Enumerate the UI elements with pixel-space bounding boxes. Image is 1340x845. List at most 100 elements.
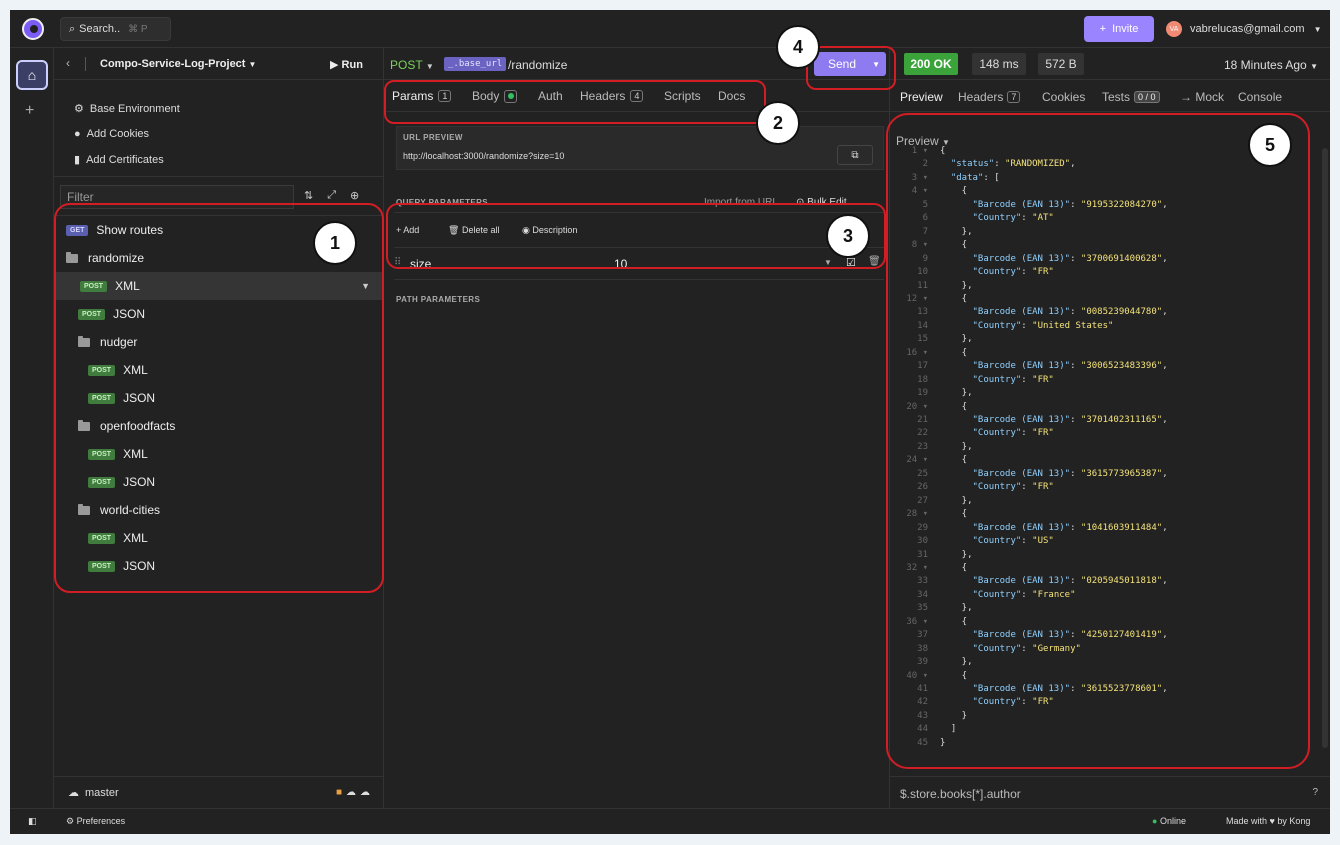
status-badge: 200 OK bbox=[904, 53, 958, 75]
sidebar: ‹ Compo-Service-Log-Project ▼ ▶ Run ⚙Bas… bbox=[54, 48, 384, 808]
avatar[interactable]: VA bbox=[1166, 21, 1182, 37]
url-path[interactable]: /randomize bbox=[508, 58, 568, 72]
search-button[interactable]: ⌕ Search.. ⌘ P bbox=[60, 17, 171, 41]
import-from-url-link[interactable]: Import from URL bbox=[704, 197, 778, 208]
request-panel: POST ▼ _.base_url /randomize Send▼ Param… bbox=[384, 48, 890, 808]
search-icon: ⌕ bbox=[69, 22, 76, 35]
invite-button[interactable]: + Invite bbox=[1084, 16, 1154, 42]
chevron-down-icon[interactable]: ▼ bbox=[872, 60, 880, 69]
scrollbar[interactable] bbox=[1322, 148, 1328, 748]
tab-label: → Mock bbox=[1180, 90, 1225, 104]
run-button[interactable]: ▶ Run bbox=[330, 58, 363, 71]
panel-toggle-icon[interactable]: ◧ bbox=[28, 816, 37, 826]
method-badge: POST bbox=[88, 532, 116, 544]
tab-docs[interactable]: Docs bbox=[718, 89, 745, 103]
folder-icon bbox=[78, 419, 90, 431]
folder-item[interactable]: randomize bbox=[54, 244, 384, 272]
help-icon[interactable]: ? bbox=[1312, 787, 1318, 798]
bulk-edit-toggle[interactable]: ⊙ Bulk Edit bbox=[796, 197, 847, 208]
json-value: 0085239044780 bbox=[1086, 307, 1157, 318]
preview-mode-label: Preview bbox=[896, 134, 939, 148]
line-number: 18 bbox=[917, 374, 928, 385]
cloud-upload-icon[interactable]: ☁ bbox=[346, 787, 356, 798]
history-dropdown[interactable]: 18 Minutes Ago ▼ bbox=[1224, 58, 1318, 72]
description-label: Description bbox=[532, 225, 578, 235]
description-toggle[interactable]: ◉ Description bbox=[522, 225, 577, 236]
trash-icon[interactable]: 🗑 bbox=[868, 256, 881, 267]
line-number: 11 bbox=[917, 280, 928, 291]
tab-mock[interactable]: → Mock bbox=[1180, 90, 1224, 104]
line-number: 28 ▾ bbox=[906, 509, 928, 520]
json-value: US bbox=[1037, 536, 1049, 547]
chevron-left-icon[interactable]: ‹ bbox=[66, 56, 70, 70]
base-url-tag[interactable]: _.base_url bbox=[444, 57, 507, 71]
folder-item[interactable]: openfoodfacts bbox=[54, 412, 384, 440]
chevron-down-icon[interactable]: ▼ bbox=[361, 281, 370, 291]
app-window: ⌕ Search.. ⌘ P + Invite VA vabrelucas@gm… bbox=[10, 10, 1330, 834]
project-selector[interactable]: Compo-Service-Log-Project ▼ bbox=[100, 58, 256, 70]
method-selector[interactable]: POST ▼ bbox=[390, 58, 434, 72]
param-value-input[interactable]: 10 bbox=[614, 257, 628, 271]
add-certificates-item[interactable]: ▮Add Certificates bbox=[74, 153, 164, 167]
json-viewer[interactable]: 1 ▾{2 "status": "RANDOMIZED",3 ▾ "data":… bbox=[890, 144, 1320, 764]
home-button[interactable]: ⌂ bbox=[16, 60, 48, 90]
folder-item[interactable]: world-cities bbox=[54, 496, 384, 524]
cloud-download-icon[interactable]: ☁ bbox=[360, 787, 370, 798]
query-params-label: QUERY PARAMETERS bbox=[396, 198, 489, 207]
param-name-input[interactable]: size bbox=[410, 257, 432, 271]
add-cookies-item[interactable]: ●Add Cookies bbox=[74, 128, 149, 140]
expand-icon[interactable]: ⤢ bbox=[327, 189, 337, 201]
branch-name[interactable]: master bbox=[85, 786, 119, 799]
tree-item-label: openfoodfacts bbox=[100, 419, 176, 433]
tab-console[interactable]: Console bbox=[1238, 90, 1282, 104]
menu-label: Add Certificates bbox=[86, 153, 164, 166]
add-user-icon: + bbox=[1099, 23, 1107, 35]
code-line: }, bbox=[940, 495, 973, 506]
json-value: RANDOMIZED bbox=[1010, 159, 1065, 170]
add-circle-icon[interactable]: ⊕ bbox=[350, 190, 360, 202]
tab-preview[interactable]: Preview bbox=[900, 90, 943, 104]
jsonpath-filter-input[interactable]: $.store.books[*].author ? bbox=[890, 776, 1330, 808]
method-badge: POST bbox=[78, 308, 106, 320]
add-workspace-icon[interactable]: + bbox=[25, 102, 35, 119]
delete-all-button[interactable]: 🗑 Delete all bbox=[448, 225, 499, 236]
preferences-button[interactable]: ⚙ Preferences bbox=[66, 816, 125, 827]
filter-input[interactable]: Filter bbox=[60, 185, 294, 209]
checkbox-icon[interactable]: ☑ bbox=[846, 257, 856, 269]
line-number: 8 ▾ bbox=[911, 240, 928, 251]
tab-auth[interactable]: Auth bbox=[538, 89, 563, 103]
copy-button[interactable]: ⧉ bbox=[837, 145, 873, 165]
online-status: ● Online bbox=[1152, 816, 1186, 826]
account-menu[interactable]: vabrelucas@gmail.com ▼ bbox=[1190, 23, 1321, 35]
tab-scripts[interactable]: Scripts bbox=[664, 89, 701, 103]
package-icon[interactable]: ■ bbox=[335, 787, 342, 798]
sort-icon[interactable]: ⇅ bbox=[304, 190, 314, 202]
add-param-button[interactable]: + Add bbox=[396, 225, 419, 235]
json-value: 4250127401419 bbox=[1086, 630, 1157, 641]
send-button[interactable]: Send▼ bbox=[814, 52, 886, 76]
preview-mode-dropdown[interactable]: Preview ▼ bbox=[896, 134, 950, 148]
drag-handle-icon[interactable]: ⠿ bbox=[394, 257, 402, 268]
json-value: France bbox=[1037, 589, 1071, 600]
code-line: "Country": "France" bbox=[972, 589, 1076, 600]
tab-cookies[interactable]: Cookies bbox=[1042, 90, 1085, 104]
folder-item[interactable]: nudger bbox=[54, 328, 384, 356]
chevron-down-icon[interactable]: ▼ bbox=[824, 258, 832, 267]
tab-body[interactable]: Body bbox=[472, 89, 518, 103]
base-environment-item[interactable]: ⚙Base Environment bbox=[74, 102, 180, 116]
app-logo[interactable] bbox=[22, 18, 44, 40]
